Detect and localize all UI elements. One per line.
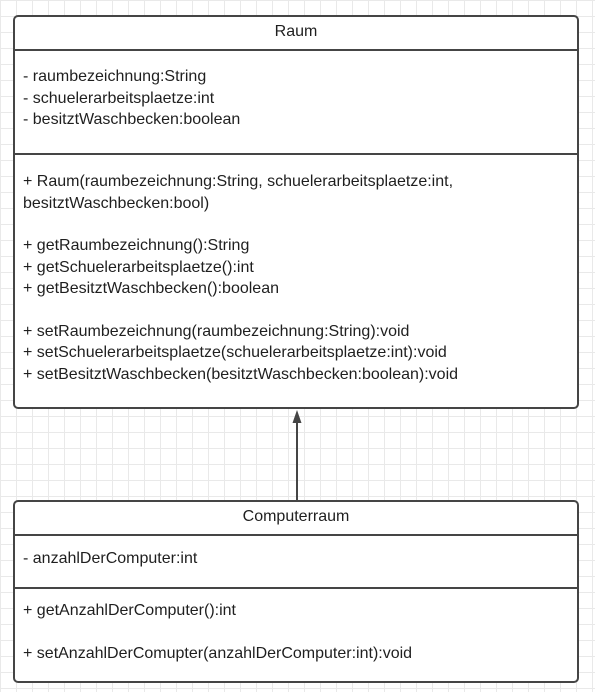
attribute-raumbezeichnung: - raumbezeichnung:String bbox=[23, 68, 207, 85]
spacer bbox=[23, 622, 569, 643]
method-set-besitzt-waschbecken: + setBesitztWaschbecken(besitztWaschbeck… bbox=[23, 365, 459, 383]
method-get-anzahl-der-computer: + getAnzahlDerComputer():int bbox=[23, 602, 236, 619]
method-get-besitzt-waschbecken: + getBesitztWaschbecken():boolean bbox=[23, 280, 279, 297]
method-set-anzahl-der-computer: + setAnzahlDerComupter(anzahlDerComputer… bbox=[23, 644, 413, 662]
class-box-computerraum[interactable]: Computerraum - anzahlDerComputer:int + g… bbox=[13, 500, 579, 683]
attribute-schuelerarbeitsplaetze: - schuelerarbeitsplaetze:int bbox=[23, 89, 215, 107]
class-box-raum[interactable]: Raum - raumbezeichnung:String - schueler… bbox=[13, 15, 579, 409]
constructor-line-1: + Raum(raumbezeichnung:String, schuelera… bbox=[23, 173, 454, 190]
method-get-raumbezeichnung: + getRaumbezeichnung():String bbox=[23, 237, 250, 254]
method-set-raumbezeichnung: + setRaumbezeichnung(raumbezeichnung:Str… bbox=[23, 322, 410, 340]
operations-compartment-computerraum: + getAnzahlDerComputer():int + setAnzahl… bbox=[15, 587, 577, 664]
arrowhead bbox=[292, 410, 302, 423]
method-get-schuelerarbeitsplaetze: + getSchuelerarbeitsplaetze():int bbox=[23, 258, 254, 276]
attributes-compartment-computerraum: - anzahlDerComputer:int bbox=[15, 536, 577, 587]
method-set-schuelerarbeitsplaetze: + setSchuelerarbeitsplaetze(schuelerarbe… bbox=[23, 344, 447, 361]
attribute-besitzt-waschbecken: - besitztWaschbecken:boolean bbox=[23, 111, 241, 128]
attributes-compartment-raum: - raumbezeichnung:String - schuelerarbei… bbox=[15, 51, 577, 153]
constructor-line-2: besitztWaschbecken:bool) bbox=[23, 194, 210, 212]
class-name-raum: Raum bbox=[15, 17, 577, 51]
operations-compartment-raum: + Raum(raumbezeichnung:String, schuelera… bbox=[15, 153, 577, 385]
attribute-anzahl-der-computer: - anzahlDerComputer:int bbox=[23, 550, 198, 567]
class-name-computerraum: Computerraum bbox=[15, 502, 577, 536]
